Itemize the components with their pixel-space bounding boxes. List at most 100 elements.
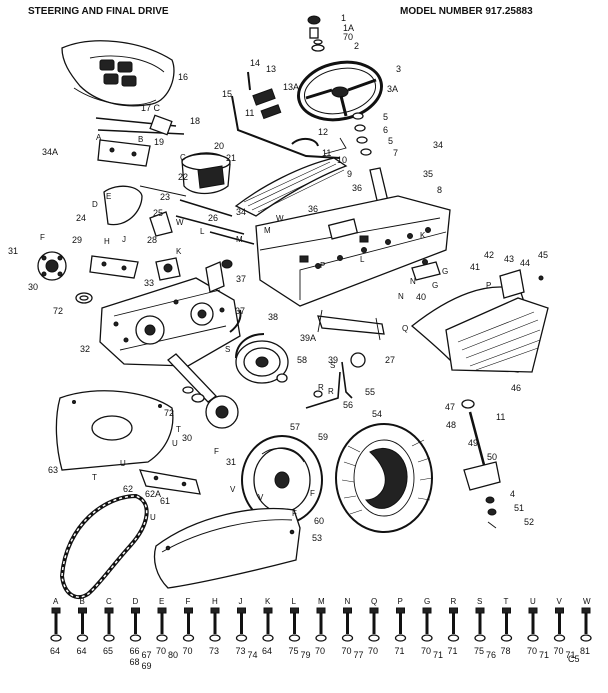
tag-w: W	[176, 218, 184, 227]
hardware-letter: Q	[371, 597, 377, 606]
tag-e: E	[106, 192, 111, 201]
callout-34a: 34A	[42, 147, 58, 157]
washer-icon	[447, 634, 460, 642]
callout-1: 1	[341, 13, 346, 23]
hardware-letter: R	[451, 597, 457, 606]
washer-icon	[288, 634, 301, 642]
callout-25: 25	[153, 208, 163, 218]
tag-f2: F	[214, 447, 219, 456]
left-fender	[55, 390, 174, 471]
hardware-item: F 70	[183, 597, 195, 656]
callout-16: 16	[178, 72, 188, 82]
bolt-head-icon	[316, 607, 326, 614]
callout-13: 13	[266, 64, 276, 74]
callout-46: 46	[511, 383, 521, 393]
hardware-number: 76	[486, 650, 496, 660]
hardware-number: 71	[433, 650, 443, 660]
washer-icon	[235, 634, 248, 642]
bolt-head-icon	[51, 607, 61, 614]
hardware-number: 71	[448, 646, 458, 656]
tag-f4: F	[310, 489, 315, 498]
tag-k: K	[176, 247, 182, 256]
bolt-head-icon	[78, 607, 87, 614]
washer-icon	[50, 634, 62, 642]
callout-37b: 37	[235, 306, 245, 316]
hardware-item: Q70	[368, 597, 380, 656]
hardware-number: 70	[342, 646, 352, 656]
hood-panel	[410, 259, 549, 373]
hardware-letter: F	[186, 597, 191, 606]
bolt-head-icon	[581, 607, 591, 614]
callout-55: 55	[365, 387, 375, 397]
callout-29: 29	[72, 235, 82, 245]
washer-icon	[129, 634, 142, 642]
tag-g2: G	[442, 267, 448, 276]
fender-bracket	[138, 469, 201, 495]
bolt-head-icon	[263, 607, 273, 614]
tag-p: P	[486, 281, 491, 290]
hardware-number: 78	[501, 646, 511, 656]
hardware-letter-tags: A B C D E F H J K L M N Q P R S T U V W …	[40, 133, 491, 522]
hardware-number: 73	[209, 646, 219, 656]
callout-52: 52	[524, 517, 534, 527]
hardware-number: 67	[142, 650, 152, 660]
washer-icon	[76, 634, 89, 642]
tag-k2: K	[420, 231, 426, 240]
callout-10: 10	[337, 155, 347, 165]
callout-36a: 36	[352, 183, 362, 193]
callout-20: 20	[214, 141, 224, 151]
callout-1a: 1A	[343, 23, 354, 33]
tag-b: B	[138, 135, 143, 144]
hardware-letter: H	[212, 597, 218, 606]
callout-62: 62	[123, 484, 133, 494]
pulley	[235, 333, 289, 384]
hardware-number: 73	[236, 646, 246, 656]
tag-g: G	[432, 281, 438, 290]
callout-21: 21	[226, 153, 236, 163]
callout-37a: 37	[236, 274, 246, 284]
callout-59: 59	[318, 432, 328, 442]
callout-33: 33	[144, 278, 154, 288]
hardware-item: M70	[315, 597, 327, 656]
hardware-item: K64	[262, 597, 274, 656]
tire	[335, 423, 433, 533]
callout-5b: 5	[388, 136, 393, 146]
bolt-head-icon	[502, 607, 511, 614]
hardware-number: 69	[142, 661, 152, 671]
bolt-head-icon	[104, 607, 114, 614]
tag-p2: P	[320, 261, 325, 270]
callout-31b: 31	[226, 457, 236, 467]
hardware-number: 71	[395, 646, 405, 656]
callout-2: 2	[354, 41, 359, 51]
bolt-head-icon	[475, 607, 485, 614]
switch-cover	[181, 152, 231, 195]
callout-30b: 30	[182, 433, 192, 443]
washer-icon	[262, 634, 274, 642]
rear-fender	[153, 507, 301, 589]
hardware-number: 75	[289, 646, 299, 656]
diagram-title: STEERING AND FINAL DRIVE	[28, 6, 169, 17]
right-spindle	[461, 399, 501, 529]
hardware-item: R 71	[447, 597, 460, 656]
hardware-letter: P	[398, 597, 403, 606]
callout-48: 48	[446, 420, 456, 430]
callout-15: 15	[222, 89, 232, 99]
tag-l: L	[200, 227, 205, 236]
bolt-head-icon	[449, 607, 458, 614]
callout-34b: 34	[236, 207, 246, 217]
washer-icon	[500, 634, 513, 642]
tag-h: H	[104, 237, 110, 246]
washer-icon	[421, 634, 433, 642]
wheel-rim	[241, 435, 323, 525]
callout-14: 14	[250, 58, 260, 68]
callout-labels: 1 1A 70 2 3 3A 16 14 13 13A 15 11 17 C 1…	[8, 13, 548, 543]
hardware-number: 70	[183, 646, 193, 656]
washer-icon	[209, 634, 221, 642]
seat-bracket	[95, 114, 185, 167]
